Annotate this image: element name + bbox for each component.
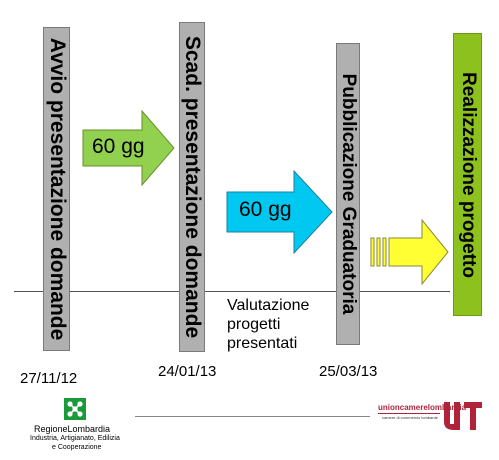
evaluation-line-1: Valutazione <box>227 297 310 314</box>
phase-label-avvio: Avvio presentazione domande <box>45 37 69 341</box>
arrow-right-icon <box>82 110 175 186</box>
arrow-label-1: 60 gg <box>92 135 145 158</box>
evaluation-line-2: progetti <box>227 316 281 333</box>
unioncamere-subtitle: camere di commercio lombarde <box>382 415 439 420</box>
evaluation-line-3: presentati <box>227 335 298 352</box>
striped-arrow-right-icon <box>370 219 449 285</box>
unioncamere-rule <box>378 413 440 414</box>
phase-bar-pubblicazione: Pubblicazione Graduatoria <box>336 43 360 345</box>
regione-lombardia-subtitle-1: Industria, Artigianato, Edilizia <box>30 435 120 442</box>
evaluation-text: Valutazione progetti presentati <box>227 296 309 353</box>
date-pubblicazione: 25/03/13 <box>319 363 378 380</box>
unioncamere-name: unioncamerelombardia <box>378 403 467 412</box>
regione-lombardia-subtitle-2: e Cooperazione <box>52 444 102 451</box>
arrow-label-2: 60 gg <box>239 198 292 221</box>
date-scadenza: 24/01/13 <box>158 363 217 380</box>
phase-bar-avvio: Avvio presentazione domande <box>43 27 70 351</box>
phase-bar-realizzazione: Realizzazione progetto <box>453 33 482 316</box>
regione-lombardia-name: RegioneLombardia <box>34 424 111 434</box>
unioncamere-logo: unioncamerelombardia camere di commercio… <box>378 398 486 432</box>
phase-label-realizzazione: Realizzazione progetto <box>457 71 479 278</box>
timeline-axis <box>14 291 450 292</box>
arrow-right-icon <box>226 170 333 254</box>
footer-divider <box>135 416 370 417</box>
unioncamere-mark-icon <box>444 402 482 430</box>
date-avvio: 27/11/12 <box>20 370 78 387</box>
phase-label-scadenza: Scad. presentazione domande <box>181 35 204 339</box>
phase-label-pubblicazione: Pubblicazione Graduatoria <box>338 73 359 315</box>
regione-lombardia-logo-icon <box>64 398 86 420</box>
phase-bar-scadenza: Scad. presentazione domande <box>179 22 205 352</box>
